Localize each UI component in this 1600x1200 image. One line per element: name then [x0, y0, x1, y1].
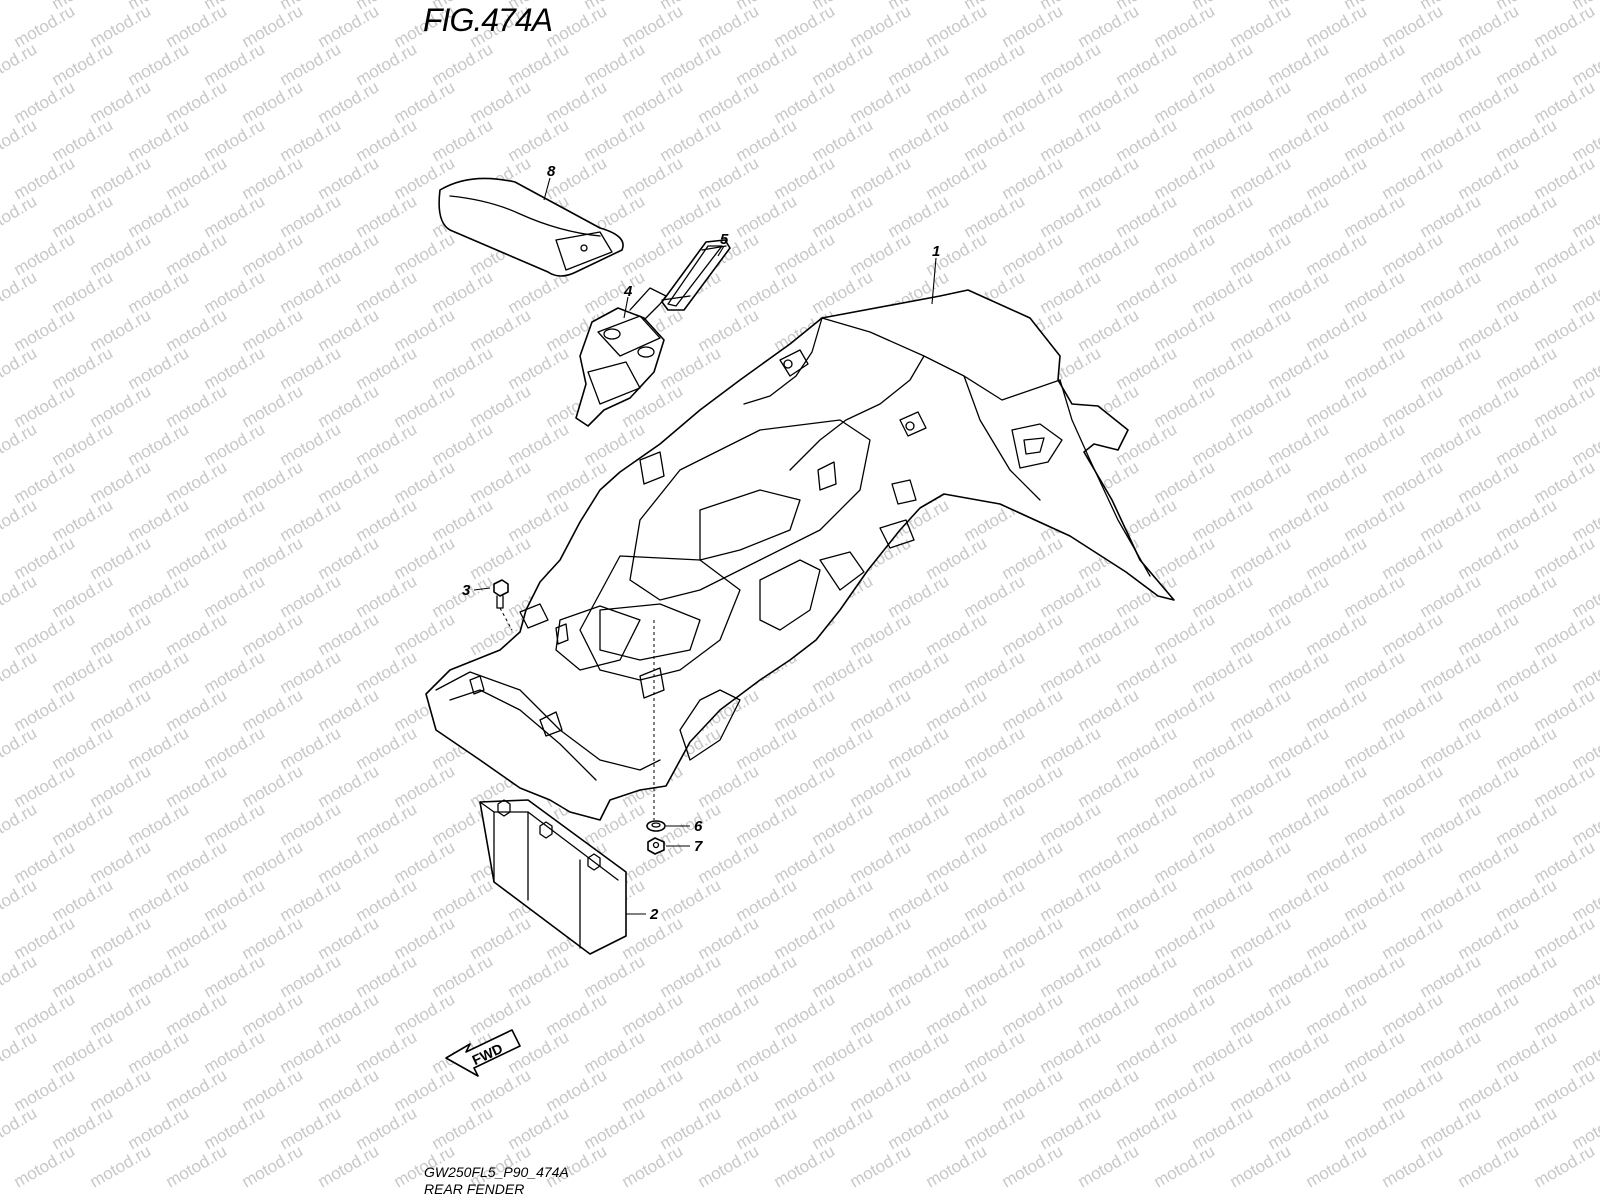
callout-7: 7 — [694, 838, 703, 855]
group-name: REAR FENDER — [424, 1181, 525, 1197]
part-mud-flap[interactable] — [479, 799, 627, 955]
callout-2: 2 — [649, 906, 659, 923]
callout-4: 4 — [623, 283, 633, 300]
callout-8: 8 — [547, 163, 556, 180]
callout-5: 5 — [720, 231, 729, 248]
part-rear-fender[interactable] — [425, 289, 1175, 821]
callout-1: 1 — [932, 243, 940, 260]
part-rubber-strap[interactable] — [661, 239, 731, 311]
part-nut[interactable] — [647, 837, 665, 855]
callout-3: 3 — [462, 582, 471, 599]
part-washer[interactable] — [646, 820, 666, 832]
part-bolt[interactable] — [493, 579, 513, 631]
part-tool-bag[interactable] — [438, 177, 624, 277]
part-tool-holder-bracket[interactable] — [575, 287, 667, 427]
fwd-direction-arrow: FWD — [445, 1029, 521, 1077]
fwd-label: FWD — [469, 1040, 505, 1068]
drawing-code: GW250FL5_P90_474A — [424, 1164, 569, 1180]
callout-6: 6 — [694, 818, 703, 835]
figure-title: FIG.474A — [423, 2, 553, 38]
